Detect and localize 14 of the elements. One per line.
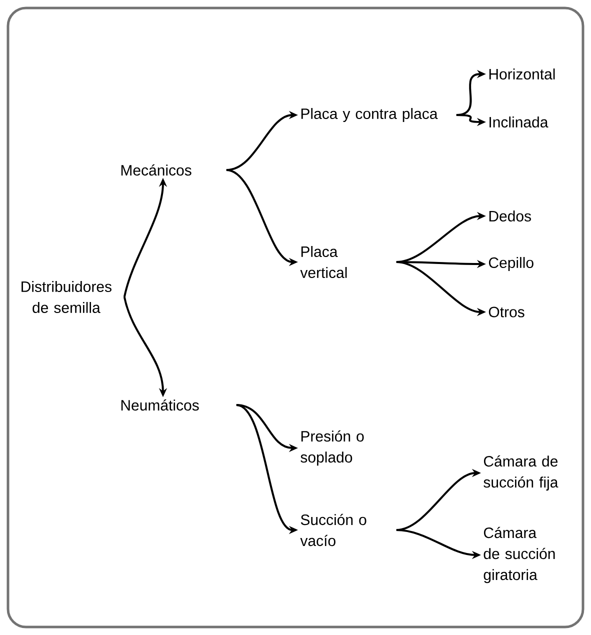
category-label: Succión o vacío	[300, 514, 366, 546]
category-label: Dedos	[489, 210, 531, 222]
category-label: Distribuidores de semilla	[22, 281, 112, 313]
category-label: Placa y contra placa	[301, 108, 438, 122]
category-label: Neumáticos	[121, 399, 199, 411]
category-label: Horizontal	[489, 68, 555, 80]
category-label: Cepillo	[488, 257, 534, 271]
category-label: Cámara de succión fija	[484, 455, 558, 491]
category-label: Otros	[488, 306, 524, 318]
category-label: Presión o soplado	[300, 430, 364, 466]
category-label: Placa vertical	[300, 246, 347, 278]
category-label: Inclinada	[490, 116, 548, 128]
category-label: Cámara de succión giratoria	[484, 526, 555, 584]
category-label: Mecánicos	[121, 164, 192, 176]
